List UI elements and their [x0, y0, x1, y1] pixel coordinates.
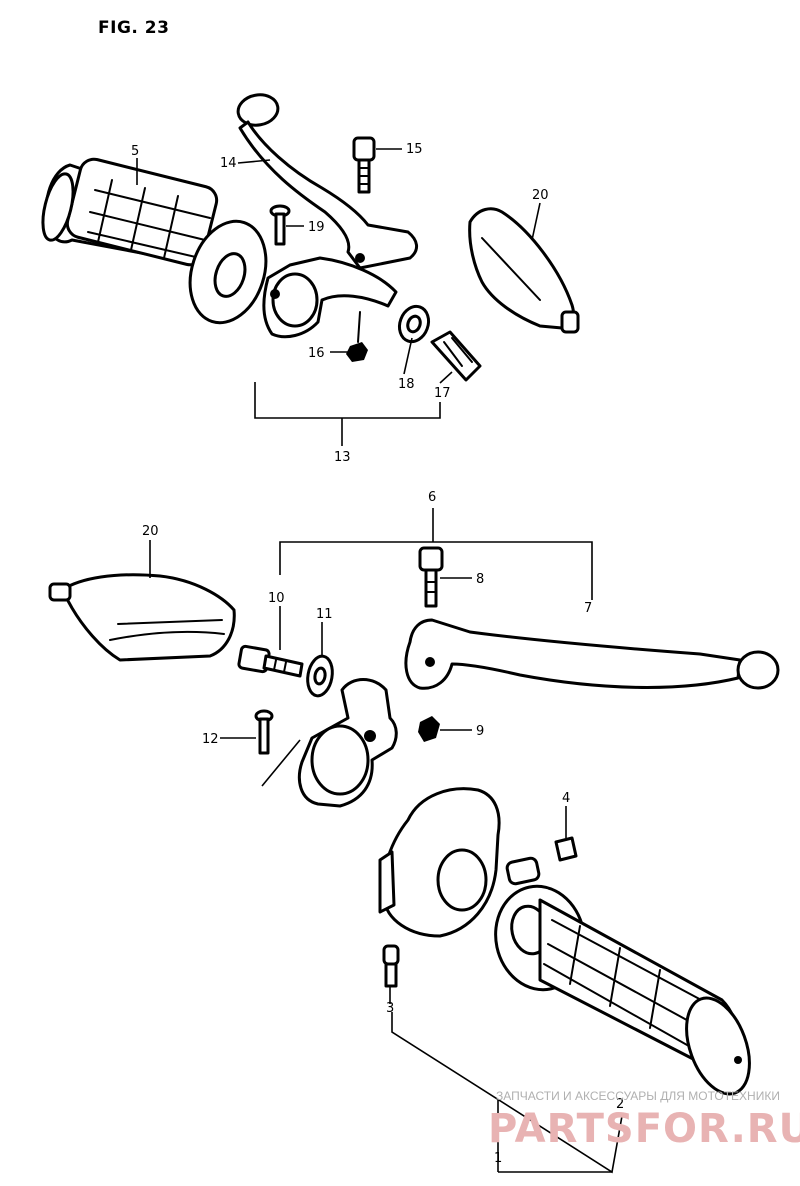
bolt-15	[352, 136, 376, 194]
nut-9	[418, 716, 440, 742]
callout-12: 12	[202, 732, 219, 747]
lever-bracket-13	[262, 256, 398, 339]
callout-20-upper: 20	[532, 188, 549, 203]
callout-17: 17	[434, 386, 451, 401]
throttle-housing	[378, 787, 501, 938]
callout-8: 8	[476, 572, 484, 587]
callout-19: 19	[308, 220, 325, 235]
lever-bracket-6	[297, 678, 398, 808]
bolt-17	[430, 330, 482, 382]
callout-10: 10	[268, 591, 285, 606]
callout-11: 11	[316, 607, 333, 622]
washer-18	[397, 304, 431, 344]
watermark-brand: PARTSFOR.RU	[488, 1106, 800, 1152]
callout-3: 3	[386, 1001, 394, 1016]
lever-cover-upper	[468, 207, 580, 334]
screw-3	[382, 944, 400, 988]
callout-7: 7	[584, 601, 592, 616]
lever-cover-lower	[48, 573, 236, 662]
callout-13: 13	[334, 450, 351, 465]
watermark-tagline: ЗАПЧАСТИ И АКСЕССУАРЫ ДЛЯ МОТОТЕХНИКИ	[496, 1089, 780, 1103]
bolt-10	[237, 644, 304, 678]
nut-16	[346, 342, 368, 362]
callout-18: 18	[398, 377, 415, 392]
screw-12	[254, 709, 274, 755]
callout-14: 14	[220, 156, 237, 171]
callout-5: 5	[131, 144, 139, 159]
figure-title: FIG. 23	[98, 18, 170, 38]
throttle-grip	[494, 856, 751, 1096]
callout-1: 1	[494, 1151, 502, 1166]
callout-6: 6	[428, 490, 436, 505]
plug-4	[554, 836, 578, 862]
brake-lever	[404, 618, 780, 690]
callout-15: 15	[406, 142, 423, 157]
callout-20-lower: 20	[142, 524, 159, 539]
callout-4: 4	[562, 791, 570, 806]
screw-19	[269, 204, 291, 246]
callout-16: 16	[308, 346, 325, 361]
callout-9: 9	[476, 724, 484, 739]
bolt-8	[418, 546, 444, 608]
left-grip	[41, 157, 268, 325]
washer-11	[306, 654, 334, 698]
clutch-lever	[236, 93, 418, 270]
callout-2: 2	[616, 1097, 624, 1112]
